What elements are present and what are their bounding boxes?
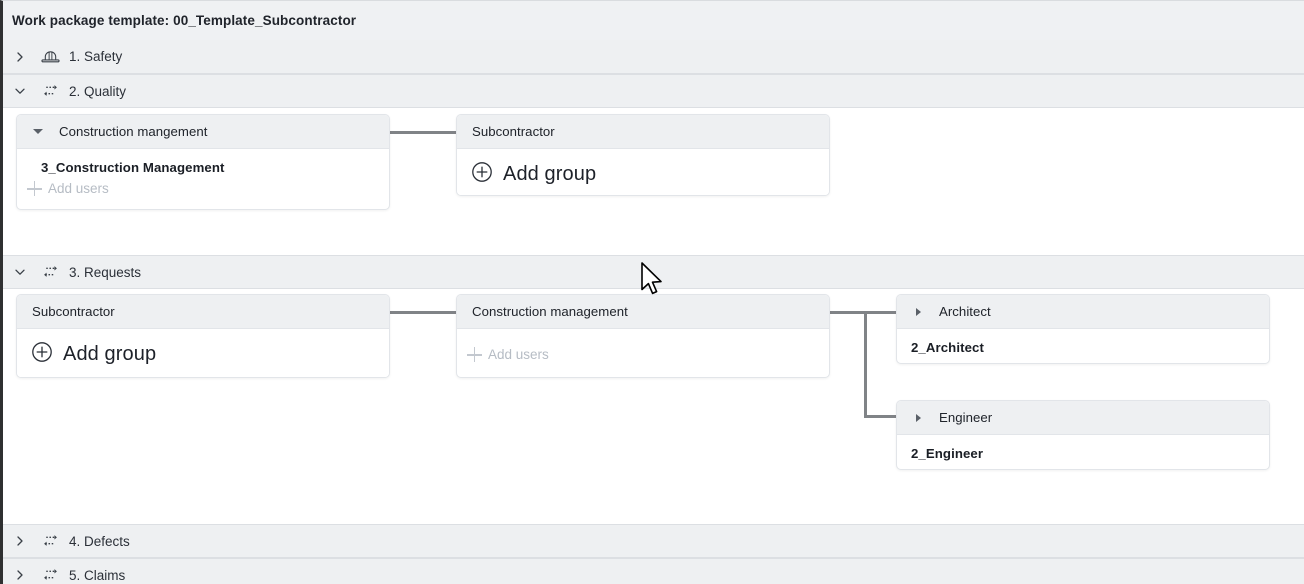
add-users-button-requests[interactable]: Add users [457,329,829,370]
card-header-subcontractor-requests[interactable]: Subcontractor [17,295,389,329]
hard-hat-icon [37,49,63,65]
section-label-quality: 2. Quality [69,83,127,99]
add-group-label-quality: Add group [503,163,597,185]
card-subcontractor-quality: Subcontractor Add group [456,114,830,196]
card-architect: Architect 2_Architect [896,294,1270,364]
card-header-architect[interactable]: Architect [897,295,1269,329]
workflow-arrow-icon [37,567,63,583]
card-body-subcontractor-requests: Add group [17,329,389,377]
card-body-architect: 2_Architect [897,329,1269,357]
section-body-quality: Construction mangement 3_Construction Ma… [3,108,1304,255]
page-title: Work package template: 00_Template_Subco… [12,13,357,28]
section-row-safety[interactable]: 1. Safety [3,40,1304,74]
add-users-label: Add users [48,181,109,196]
section-label-safety: 1. Safety [69,49,123,64]
connector-branch-vertical [864,311,867,418]
plus-circle-icon [31,341,53,368]
card-title-architect: Architect [939,304,991,319]
workflow-arrow-icon [37,264,63,280]
member-row[interactable]: 3_Construction Management [41,160,225,175]
card-header-construction-management[interactable]: Construction mangement [17,115,389,149]
member-row[interactable]: 2_Architect [911,340,984,355]
add-users-button[interactable]: Add users [17,177,389,204]
connector-branch-to-engineer [864,415,897,418]
card-title-subcontractor-requests: Subcontractor [32,304,115,319]
add-users-label-requests: Add users [488,347,549,362]
add-group-label-requests: Add group [63,343,157,365]
section-label-requests: 3. Requests [69,264,142,280]
card-title-construction-management: Construction mangement [59,124,208,139]
page-title-bar: Work package template: 00_Template_Subco… [3,1,1304,40]
chevron-down-icon[interactable] [3,85,37,97]
card-subcontractor-requests: Subcontractor Add group [16,294,390,378]
caret-right-icon[interactable] [897,413,939,422]
plus-circle-icon [471,161,493,188]
card-body-construction-management: 3_Construction Management Add users [17,149,389,204]
plus-icon [27,181,42,196]
section-body-requests: Subcontractor Add group Construction man… [3,289,1304,524]
chevron-right-icon[interactable] [3,535,37,547]
card-header-construction-management-requests[interactable]: Construction management [457,295,829,329]
card-title-subcontractor-quality: Subcontractor [472,124,555,139]
chevron-right-icon[interactable] [3,51,37,63]
card-body-engineer: 2_Engineer [897,435,1269,463]
add-group-button-quality[interactable]: Add group [457,149,829,195]
connector-quality-horizontal [390,131,457,134]
connector-construction-to-branch [830,311,897,314]
plus-icon [467,347,482,362]
section-label-defects: 4. Defects [69,533,130,549]
card-title-construction-management-requests: Construction management [472,304,628,319]
card-body-subcontractor-quality: Add group [457,149,829,195]
card-engineer: Engineer 2_Engineer [896,400,1270,470]
card-title-engineer: Engineer [939,410,993,425]
card-body-construction-management-requests: Add users [457,329,829,370]
card-construction-management-requests: Construction management Add users [456,294,830,378]
chevron-right-icon[interactable] [3,569,37,581]
card-header-subcontractor-quality[interactable]: Subcontractor [457,115,829,149]
workflow-arrow-icon [37,533,63,549]
section-row-requests[interactable]: 3. Requests [3,255,1304,289]
add-group-button-requests[interactable]: Add group [17,329,389,377]
chevron-down-icon[interactable] [3,266,37,278]
section-row-claims[interactable]: 5. Claims [3,558,1304,584]
card-header-engineer[interactable]: Engineer [897,401,1269,435]
caret-right-icon[interactable] [897,307,939,316]
section-label-claims: 5. Claims [69,567,126,583]
connector-subcontractor-to-construction [390,311,457,314]
workflow-arrow-icon [37,83,63,99]
section-row-quality[interactable]: 2. Quality [3,74,1304,108]
caret-down-icon[interactable] [17,129,59,134]
member-row[interactable]: 2_Engineer [911,446,984,461]
section-row-defects[interactable]: 4. Defects [3,524,1304,558]
card-construction-management-quality: Construction mangement 3_Construction Ma… [16,114,390,210]
